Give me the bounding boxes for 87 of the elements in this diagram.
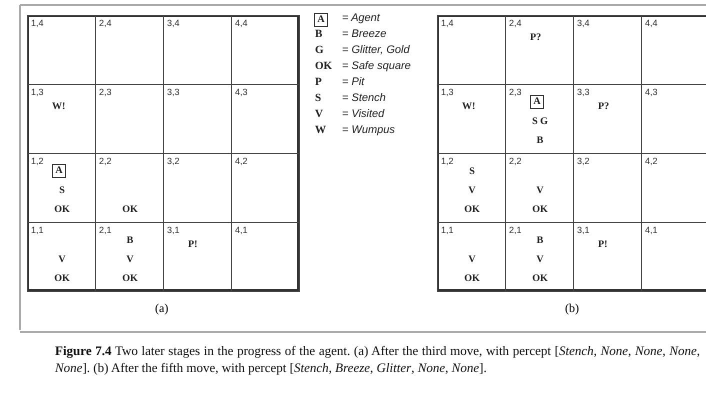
square-coordinate: 2,2 [509, 156, 522, 166]
legend-meaning: = Pit [342, 76, 364, 88]
square-coordinate: 2,1 [509, 225, 522, 235]
square-coordinate: 1,2 [441, 156, 454, 166]
agent-symbol: A [52, 164, 66, 178]
legend-meaning: = Agent [342, 12, 380, 24]
percept-symbol: OK [531, 204, 549, 216]
subfigure-label: (a) [155, 301, 168, 316]
square-coordinate: 3,3 [577, 87, 590, 97]
percept-symbol: V [467, 185, 477, 197]
square-coordinate: 4,2 [235, 156, 248, 166]
grid-square [231, 15, 300, 85]
subfigure-label: (b) [565, 301, 579, 316]
percept-symbol: P? [530, 32, 542, 44]
legend-meaning: = Breeze [342, 28, 386, 40]
square-coordinate: 3,1 [167, 225, 180, 235]
legend-symbol: B [315, 28, 322, 40]
square-coordinate: 2,3 [99, 87, 112, 97]
legend-meaning: = Stench [342, 92, 386, 104]
percept-symbol: B [126, 235, 134, 247]
legend-symbol: G [315, 44, 324, 56]
legend-symbol: W [315, 124, 326, 136]
percept-symbol: OK [121, 273, 139, 285]
square-coordinate: 1,3 [441, 87, 454, 97]
grid-board [27, 15, 299, 291]
percept-symbol: B [536, 235, 544, 247]
square-coordinate: 3,1 [577, 225, 590, 235]
legend-symbol: P [315, 76, 322, 88]
square-coordinate: 2,3 [509, 87, 522, 97]
grid-square [437, 15, 506, 85]
legend-symbol: S [315, 92, 322, 104]
square-coordinate: 4,3 [235, 87, 248, 97]
square-coordinate: 2,4 [509, 18, 522, 28]
figure-caption: Figure 7.4 Two later stages in the progress of the agent. (a) After the third move, with percept [Stench, None, None, None, None]. (b) After the fifth move, with percept [Stench, Breeze, Glitter, None, None]. [55, 342, 700, 376]
square-coordinate: 2,2 [99, 156, 112, 166]
square-coordinate: 4,3 [645, 87, 658, 97]
percept-symbol: W! [462, 101, 476, 113]
square-coordinate: 3,3 [167, 87, 180, 97]
square-coordinate: 4,4 [235, 18, 248, 28]
grid-square [231, 222, 300, 292]
legend-meaning: = Visited [342, 108, 384, 120]
percept-symbol: S [58, 185, 66, 197]
percept-symbol: OK [463, 204, 481, 216]
agent-symbol: A [314, 13, 328, 27]
square-coordinate: 3,4 [167, 18, 180, 28]
legend-meaning: = Safe square [342, 60, 411, 72]
percept-symbol: S [468, 166, 476, 178]
square-coordinate: 1,3 [31, 87, 44, 97]
agent-symbol: A [530, 95, 544, 109]
square-coordinate: 1,1 [441, 225, 454, 235]
legend-meaning: = Wumpus [342, 124, 395, 136]
square-coordinate: 2,1 [99, 225, 112, 235]
square-coordinate: 4,1 [645, 225, 658, 235]
percept-symbol: OK [53, 204, 71, 216]
grid-square [27, 15, 96, 85]
percept-symbol: P! [188, 239, 198, 251]
square-coordinate: 1,4 [31, 18, 44, 28]
square-coordinate: 3,2 [167, 156, 180, 166]
square-coordinate: 4,2 [645, 156, 658, 166]
percept-symbol: V [57, 254, 67, 266]
percept-symbol: B [536, 135, 544, 147]
legend-symbol: OK [315, 60, 332, 72]
percept-symbol: P! [598, 239, 608, 251]
percept-symbol: V [535, 185, 545, 197]
percept-symbol: V [467, 254, 477, 266]
percept-symbol: OK [53, 273, 71, 285]
square-coordinate: 3,4 [577, 18, 590, 28]
legend-meaning: = Glitter, Gold [342, 44, 410, 56]
legend-symbol: V [315, 108, 323, 120]
square-coordinate: 2,4 [99, 18, 112, 28]
grid-square [27, 222, 96, 292]
percept-symbol: V [535, 254, 545, 266]
percept-symbol: V [125, 254, 135, 266]
percept-symbol: OK [531, 273, 549, 285]
square-coordinate: 4,4 [645, 18, 658, 28]
percept-symbol: W! [52, 101, 66, 113]
percept-symbol: OK [121, 204, 139, 216]
square-coordinate: 4,1 [235, 225, 248, 235]
grid-square [437, 222, 506, 292]
percept-symbol: P? [598, 101, 610, 113]
square-coordinate: 1,1 [31, 225, 44, 235]
square-coordinate: 1,4 [441, 18, 454, 28]
square-coordinate: 1,2 [31, 156, 44, 166]
square-coordinate: 3,2 [577, 156, 590, 166]
grid-board [437, 15, 706, 291]
percept-symbol: S G [531, 116, 549, 128]
percept-symbol: OK [463, 273, 481, 285]
